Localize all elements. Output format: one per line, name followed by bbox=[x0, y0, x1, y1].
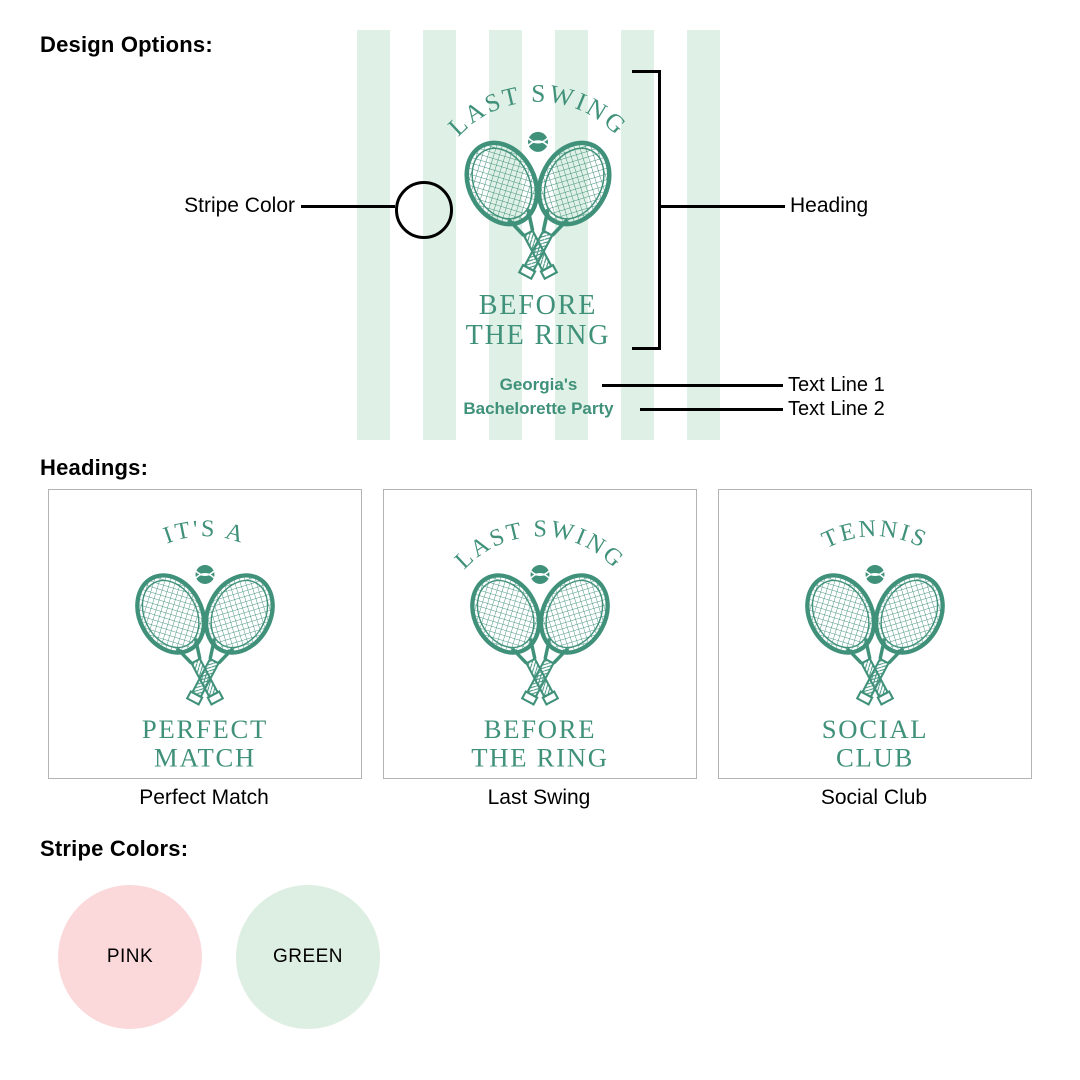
emblem-bottom-line-2: CLUB bbox=[836, 742, 914, 772]
tennis-ball-icon bbox=[194, 564, 216, 585]
design-options-heading: Design Options: bbox=[40, 32, 213, 57]
tennis-emblem-option-1: IT'S A PERFECT MATCH bbox=[93, 516, 317, 772]
swatch-label-pink: PINK bbox=[106, 946, 154, 967]
crossed-rackets-icon bbox=[794, 564, 955, 716]
tennis-ball-icon bbox=[864, 564, 886, 585]
heading-option-label-perfect-match: Perfect Match bbox=[139, 786, 269, 809]
emblem-arch-text: IT'S A bbox=[160, 516, 246, 549]
text-line-1-callout-label: Text Line 1 bbox=[788, 374, 885, 396]
emblem-bottom-line-1: PERFECT bbox=[142, 714, 268, 744]
crossed-rackets-icon bbox=[453, 131, 623, 291]
tennis-ball-icon bbox=[527, 131, 549, 153]
stripe-color-swatch-pink[interactable]: PINK bbox=[58, 885, 202, 1029]
heading-option-perfect-match[interactable]: IT'S A PERFECT MATCH bbox=[48, 489, 362, 779]
heading-option-label-social-club: Social Club bbox=[820, 786, 928, 809]
heading-option-last-swing[interactable]: LAST SWING BEFORE THE RING bbox=[383, 489, 697, 779]
heading-callout-label: Heading bbox=[790, 194, 869, 217]
personalization-line-2: Bachelorette Party bbox=[463, 399, 614, 418]
svg-text:TENNIS: TENNIS bbox=[818, 516, 932, 554]
tennis-emblem-option-2: LAST SWING BEFORE THE RING bbox=[450, 516, 627, 772]
stripe-colors-heading: Stripe Colors: bbox=[40, 836, 189, 861]
text-line-2-callout-label: Text Line 2 bbox=[788, 398, 885, 420]
emblem-bottom-line-2: THE RING bbox=[466, 320, 611, 351]
text-line-1-callout-line bbox=[602, 384, 783, 387]
headings-section-heading: Headings: bbox=[40, 455, 149, 480]
text-line-2-callout-line bbox=[640, 408, 783, 411]
stripe-color-callout-label: Stripe Color bbox=[184, 194, 295, 217]
emblem-bottom-line-2: THE RING bbox=[471, 742, 608, 772]
emblem-bottom-line-1: SOCIAL bbox=[822, 714, 929, 744]
tennis-emblem-option-3: TENNIS SOCIAL CLUB bbox=[763, 516, 987, 772]
tennis-emblem-preview: LAST SWING BEFORE THE RING bbox=[443, 80, 630, 351]
stripe-color-callout-circle bbox=[395, 181, 453, 239]
svg-text:IT'S A: IT'S A bbox=[160, 516, 249, 549]
swatch-label-green: GREEN bbox=[272, 946, 344, 967]
crossed-rackets-icon bbox=[459, 564, 620, 716]
tennis-ball-icon bbox=[529, 564, 551, 585]
heading-bracket bbox=[632, 70, 661, 350]
crossed-rackets-icon bbox=[124, 564, 285, 716]
emblem-bottom-line-1: BEFORE bbox=[484, 714, 597, 744]
personalization-line-1: Georgia's bbox=[499, 375, 578, 394]
personalization-text: Georgia's Bachelorette Party bbox=[357, 373, 720, 421]
emblem-arch-text: TENNIS bbox=[818, 516, 929, 554]
heading-callout-line bbox=[658, 205, 785, 208]
stripe-color-swatch-green[interactable]: GREEN bbox=[236, 885, 380, 1029]
emblem-bottom-line-1: BEFORE bbox=[479, 290, 598, 321]
stripe-color-callout-line bbox=[301, 205, 395, 208]
heading-option-label-last-swing: Last Swing bbox=[487, 786, 591, 809]
emblem-bottom-line-2: MATCH bbox=[154, 742, 256, 772]
heading-option-social-club[interactable]: TENNIS SOCIAL CLUB bbox=[718, 489, 1032, 779]
